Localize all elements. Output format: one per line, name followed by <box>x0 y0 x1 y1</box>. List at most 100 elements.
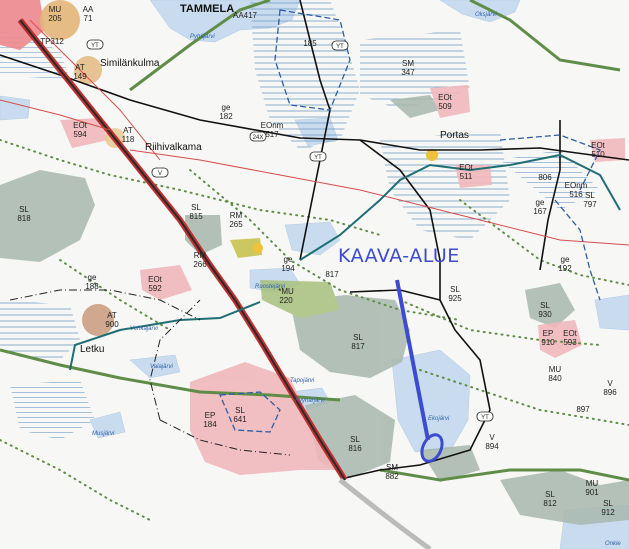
zone-code-sl817: SL <box>353 333 363 342</box>
zone-eo511 <box>455 165 492 188</box>
lake-west-edge <box>0 95 31 121</box>
zone-code-ge194: ge <box>284 255 293 264</box>
svg-text:YT: YT <box>336 44 344 50</box>
kaava-arrow-line <box>395 279 430 441</box>
road-badge-yt1: YT <box>86 39 104 50</box>
zone-code-sl818: SL <box>19 205 29 214</box>
lake-label-vehkajarvi: Vehkajärvi <box>130 326 158 332</box>
zone-number-eo510: 510 <box>591 150 605 159</box>
zone-number-eonm516: 516 <box>569 190 583 199</box>
zone-number-ge192: 192 <box>558 264 572 273</box>
zone-number-aa71: 71 <box>84 14 93 23</box>
red-roads <box>0 19 629 246</box>
area-sl817 <box>290 295 410 378</box>
zone-number-mu205: 205 <box>48 14 62 23</box>
zone-number-sm882: 882 <box>385 472 399 481</box>
lake-label-ekojarvi: Ekojärvi <box>428 416 450 422</box>
zone-number-ge194: 194 <box>281 264 295 273</box>
zone-number-ep184: 184 <box>203 420 217 429</box>
zone-number-eonm517: 517 <box>265 130 279 139</box>
zone-code-rm265: RM <box>230 211 243 220</box>
svg-text:24X: 24X <box>253 135 264 141</box>
zone-number-sl925: 925 <box>448 294 462 303</box>
zone-code-sl797: SL <box>585 191 595 200</box>
zone-code-aa71: AA <box>83 5 94 14</box>
zone-code-eo511: EOt <box>459 163 474 172</box>
zone-number-eo594: 594 <box>73 130 87 139</box>
zone-number-mu901: 901 <box>585 488 599 497</box>
blue-boundaries <box>219 9 601 433</box>
zone-number-eo511: 511 <box>460 172 473 181</box>
zone-code-aa417: AA417 <box>233 11 258 20</box>
place-similankulma: Similänkulma <box>100 58 160 69</box>
zone-code-ge182: ge <box>222 103 231 112</box>
zone-number-sl930: 930 <box>538 310 552 319</box>
zone-code-mu220: *MU <box>278 287 294 296</box>
zone-code-sl816: SL <box>350 435 360 444</box>
zone-code-sl815: SL <box>191 203 201 212</box>
road-network <box>0 0 629 479</box>
zone-number-rm266: 266 <box>193 260 207 269</box>
zone-number-ge188: 188 <box>85 282 99 291</box>
zone-number-sm347: 347 <box>401 68 415 77</box>
zone-number-eo592: 592 <box>148 284 162 293</box>
zone-ep910 <box>538 320 582 358</box>
zone-number-eo509: 509 <box>438 102 452 111</box>
place-portas: Portas <box>440 130 469 141</box>
zone-number-v894: 894 <box>485 442 499 451</box>
zone-code-at118: AT <box>123 126 133 135</box>
zone-code-rm266: RM <box>194 251 207 260</box>
area-sl818 <box>0 170 95 262</box>
zone-eo592 <box>140 265 192 300</box>
road-badge-yt3: YT <box>309 151 327 162</box>
zone-number-ge182: 182 <box>219 112 233 121</box>
kaava-alue-label: KAAVA-ALUE <box>338 245 460 267</box>
municipal-boundary <box>9 289 291 456</box>
zone-code-sl912: SL <box>603 499 613 508</box>
lake-label-onkie: Onkie <box>605 541 621 547</box>
dotted-routes <box>0 139 629 521</box>
zone-code-sl925: SL <box>450 285 460 294</box>
svg-text:V: V <box>158 171 162 177</box>
road-badge-r24x: 24X <box>249 131 267 142</box>
lake-east-edge <box>594 294 629 331</box>
zone-code-ge188: ge <box>88 273 97 282</box>
place-letku: Letku <box>80 344 104 355</box>
zone-number-sl817a: 817 <box>325 270 339 279</box>
svg-text:YT: YT <box>91 43 99 49</box>
area-mu220 <box>260 280 340 318</box>
zone-code-eo510: EOt <box>591 141 606 150</box>
area-sl930 <box>525 283 575 328</box>
kaava-alue-annotation: KAAVA-ALUE <box>338 245 460 463</box>
lake-label-ruostejarvi: Ruostejärvi <box>255 284 286 290</box>
lake-label-pyhajarvi: Pyhäjärvi <box>190 34 215 40</box>
village-areas <box>40 0 438 336</box>
zone-code-at149: AT <box>75 63 85 72</box>
bottom-grey-road <box>338 478 432 549</box>
zone-code-sl930: SL <box>540 301 550 310</box>
zone-code-sm882: SM <box>386 463 398 472</box>
lake-small-west <box>89 411 126 439</box>
place-tammela: TAMMELA <box>180 3 234 15</box>
lake-label-musjarvi: Musjärvi <box>92 431 115 437</box>
lake-labels: Pyhäjärvi Oksjärvi Ruostejärvi Vehkajärv… <box>92 12 621 547</box>
zone-code-eo592: EOt <box>148 275 163 284</box>
zone-code-eonm517: EOnm <box>261 121 284 130</box>
lake-label-valajarvi: Valajärvi <box>150 364 173 370</box>
lake-label-tapojarvi: Tapojärvi <box>290 378 315 384</box>
zone-code-sl812: SL <box>545 490 555 499</box>
zone-code-ge192: ge <box>561 255 570 264</box>
zone-code-sm347: SM <box>402 59 414 68</box>
green-areas <box>0 95 629 525</box>
main-highway <box>17 18 348 482</box>
zone-number-rm265: 265 <box>229 220 243 229</box>
zone-number-mu220: 220 <box>279 296 293 305</box>
zone-code-at900: AT <box>107 311 117 320</box>
zone-code-ep910: EP <box>543 329 554 338</box>
road-badge-yt2: YT <box>331 40 349 51</box>
zone-number-eo593: 593 <box>563 338 577 347</box>
place-riihivalkama: Riihivalkama <box>145 142 202 153</box>
zone-code-sl641: SL <box>235 406 245 415</box>
